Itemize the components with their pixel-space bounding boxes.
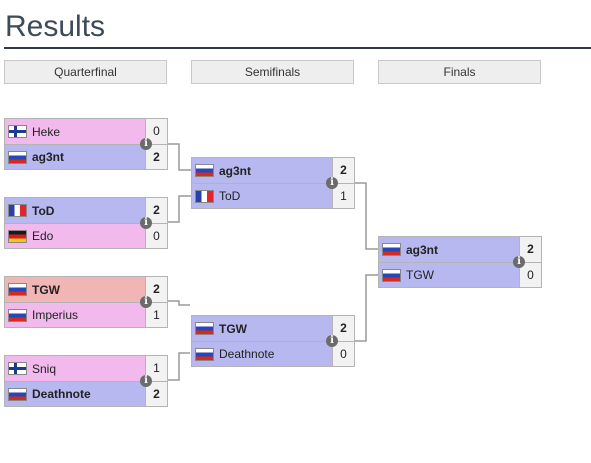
info-icon[interactable]: i <box>140 217 152 229</box>
player-score: 1 <box>332 183 354 208</box>
player-name: Imperius <box>32 308 79 322</box>
player-score: 2 <box>332 316 354 341</box>
info-icon[interactable]: i <box>140 296 152 308</box>
match-slot[interactable]: TGW <box>5 277 145 302</box>
match-slot[interactable]: Deathnote <box>5 381 145 406</box>
russia-flag-icon <box>195 322 214 335</box>
player-score: 2 <box>145 277 167 302</box>
player-name: TGW <box>406 268 434 282</box>
russia-flag-icon <box>8 283 27 296</box>
player-score: 2 <box>519 237 541 262</box>
match-slot[interactable]: ToD <box>192 183 332 208</box>
match-quarterfinal-1: Heke 0 ag3nt 2 <box>4 118 168 170</box>
player-name: ag3nt <box>219 163 252 178</box>
player-score: 2 <box>332 158 354 183</box>
title-divider <box>4 47 591 49</box>
round-header-semifinals[interactable]: Semifinals <box>191 60 354 84</box>
russia-flag-icon <box>382 268 401 282</box>
france-flag-icon <box>8 204 27 217</box>
player-name: ToD <box>219 189 241 203</box>
match-slot[interactable]: Imperius <box>5 302 145 327</box>
info-icon[interactable]: i <box>140 138 152 150</box>
player-score: 1 <box>145 302 167 327</box>
match-semifinal-2: TGW 2 Deathnote 0 <box>191 315 355 367</box>
player-name: Deathnote <box>219 347 275 361</box>
player-score: 2 <box>145 144 167 169</box>
match-slot[interactable]: Heke <box>5 119 145 144</box>
player-score: 0 <box>519 262 541 287</box>
france-flag-icon <box>195 189 214 203</box>
info-icon[interactable]: i <box>326 335 338 347</box>
russia-flag-icon <box>195 347 214 361</box>
match-slot[interactable]: Edo <box>5 223 145 248</box>
player-name: Deathnote <box>32 387 91 401</box>
player-score: 0 <box>145 119 167 144</box>
info-icon[interactable]: i <box>326 177 338 189</box>
match-slot[interactable]: ToD <box>5 198 145 223</box>
match-slot[interactable]: ag3nt <box>192 158 332 183</box>
player-score: 2 <box>145 198 167 223</box>
player-score: 0 <box>332 341 354 366</box>
match-slot[interactable]: ag3nt <box>5 144 145 169</box>
player-name: ag3nt <box>32 150 65 164</box>
round-header-finals[interactable]: Finals <box>378 60 541 84</box>
russia-flag-icon <box>8 308 27 322</box>
player-name: ag3nt <box>406 242 439 257</box>
info-icon[interactable]: i <box>513 256 525 268</box>
match-semifinal-1: ag3nt 2 ToD 1 <box>191 157 355 209</box>
player-score: 0 <box>145 223 167 248</box>
player-name: TGW <box>219 321 247 336</box>
player-score: 1 <box>145 356 167 381</box>
player-name: Edo <box>32 229 54 243</box>
russia-flag-icon <box>8 387 27 401</box>
match-slot[interactable]: TGW <box>192 316 332 341</box>
player-name: ToD <box>32 203 55 218</box>
match-quarterfinal-4: Sniq 1 Deathnote 2 <box>4 355 168 407</box>
info-icon[interactable]: i <box>140 375 152 387</box>
match-slot[interactable]: ag3nt <box>379 237 519 262</box>
match-slot[interactable]: TGW <box>379 262 519 287</box>
russia-flag-icon <box>195 164 214 177</box>
player-score: 2 <box>145 381 167 406</box>
finland-flag-icon <box>8 125 27 138</box>
match-slot[interactable]: Deathnote <box>192 341 332 366</box>
player-name: Heke <box>32 124 61 139</box>
match-quarterfinal-3: TGW 2 Imperius 1 <box>4 276 168 328</box>
round-header-quarterfinal[interactable]: Quarterfinal <box>4 60 167 84</box>
russia-flag-icon <box>8 150 27 164</box>
match-slot[interactable]: Sniq <box>5 356 145 381</box>
match-final: ag3nt 2 TGW 0 <box>378 236 542 288</box>
player-name: Sniq <box>32 361 57 376</box>
player-name: TGW <box>32 282 60 297</box>
germany-flag-icon <box>8 229 27 243</box>
page-title: Results <box>5 10 106 43</box>
russia-flag-icon <box>382 243 401 256</box>
finland-flag-icon <box>8 362 27 375</box>
